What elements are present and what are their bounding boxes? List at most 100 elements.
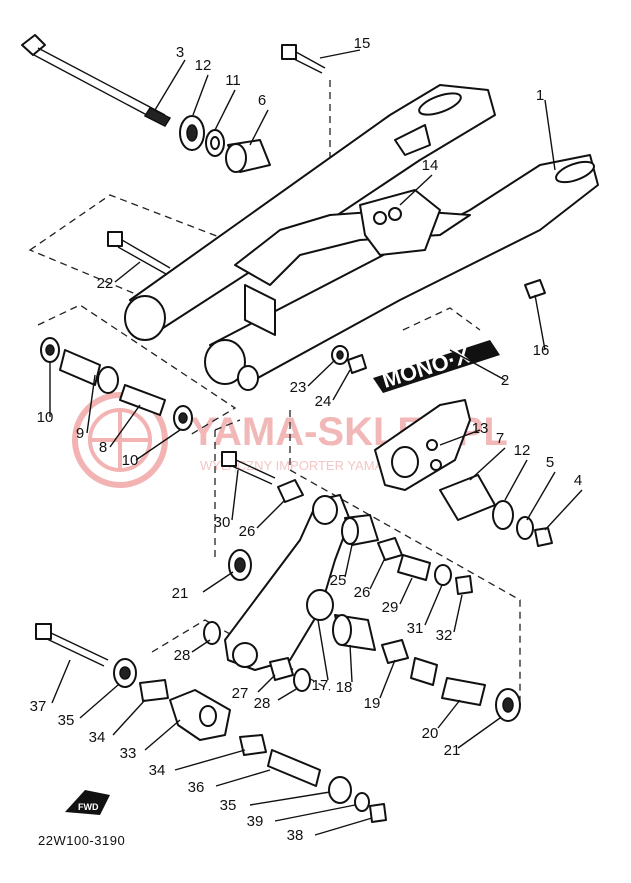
part-22-bolt [107, 231, 171, 275]
part-28-seal-lower [293, 668, 311, 692]
callout-label: 31 [407, 620, 424, 637]
callout-label: 39 [247, 813, 264, 830]
callout-label: 32 [436, 627, 453, 644]
callout-label: 34 [149, 762, 166, 779]
callout-leader [215, 769, 271, 787]
callout-leader [424, 584, 443, 626]
callout-leader [202, 571, 234, 593]
callout-label: 17 [312, 677, 329, 694]
callout-label: 24 [315, 393, 332, 410]
part-35-washer-lower [328, 776, 352, 804]
callout-label: 1 [536, 87, 544, 104]
part-10-seal-lower [173, 405, 193, 431]
part-11-seal [205, 129, 225, 157]
callout-label: 38 [287, 827, 304, 844]
callout-label: 12 [514, 442, 531, 459]
callout-label: 14 [422, 157, 439, 174]
callout-leader [144, 719, 181, 751]
callout-label: 5 [546, 454, 554, 471]
fwd-label: FWD [78, 802, 99, 812]
part-26-collar-upper [277, 479, 304, 503]
callout-leader [504, 459, 528, 501]
callout-leader [112, 699, 146, 736]
fwd-arrow-icon: FWD [65, 790, 110, 815]
callout-label: 18 [336, 679, 353, 696]
callout-leader [277, 687, 299, 701]
callout-leader [332, 369, 351, 401]
part-29-collar [397, 554, 431, 581]
callout-label: 13 [472, 420, 489, 437]
callout-leader [79, 684, 119, 719]
part-12-washer-right [492, 500, 514, 530]
callout-leader [231, 469, 239, 521]
callout-label: 3 [176, 44, 184, 61]
callout-leader [544, 489, 583, 531]
callout-label: 7 [496, 430, 504, 447]
callout-leader [314, 817, 373, 836]
callout-label: 8 [99, 439, 107, 456]
part-32-nut [455, 575, 473, 595]
callout-label: 21 [172, 585, 189, 602]
part-24-nut [347, 354, 367, 374]
callout-leader [469, 447, 506, 481]
part-33-link [169, 689, 231, 741]
part-13-arm [374, 399, 471, 491]
callout-label: 26 [239, 523, 256, 540]
callout-leader [274, 804, 356, 822]
callout-label: 22 [97, 275, 114, 292]
callout-leader [249, 109, 269, 146]
part-23-washer [331, 345, 349, 365]
part-12-washer [179, 115, 205, 151]
part-30-bolt [221, 451, 276, 485]
callout-label: 15 [354, 35, 371, 52]
callout-leader [174, 749, 246, 771]
part-31-washer [434, 564, 452, 586]
badge-text: MONO·X [379, 342, 473, 392]
callout-label: 28 [174, 647, 191, 664]
callout-leader [249, 791, 331, 806]
callout-leader [192, 74, 209, 116]
callout-leader [399, 577, 413, 605]
part-35-washer-upper [113, 658, 137, 688]
callout-leader [109, 404, 141, 448]
callout-leader [307, 359, 336, 387]
callout-label: 35 [58, 712, 75, 729]
part-34-collar-upper [139, 679, 169, 702]
callout-label: 25 [330, 572, 347, 589]
callout-label: 16 [533, 342, 550, 359]
callout-label: 26 [354, 584, 371, 601]
part-21-seal-upper [228, 549, 252, 581]
part-37-bolt [35, 623, 109, 667]
callout-label: 6 [258, 92, 266, 109]
part-38-nut [369, 803, 387, 823]
part-19-collars [381, 639, 438, 686]
part-10-seal-upper [40, 337, 60, 363]
callout-leader [154, 59, 186, 111]
callout-label: 9 [76, 425, 84, 442]
callout-leader [191, 639, 211, 653]
callout-label: 35 [220, 797, 237, 814]
callout-leader [257, 674, 276, 693]
callout-leader [449, 349, 506, 381]
callout-label: 34 [89, 729, 106, 746]
callout-leader [349, 644, 353, 683]
callout-leader [526, 471, 556, 521]
part-5-washer [516, 516, 534, 540]
diagram-code: 22W100-3190 [38, 833, 125, 848]
part-25-bearing [341, 514, 379, 546]
callout-leader [544, 99, 556, 171]
part-15-bolt [281, 44, 326, 74]
callout-leader [457, 717, 501, 749]
callout-label: 12 [195, 57, 212, 74]
callout-leader [86, 374, 96, 434]
callout-leader [369, 557, 386, 590]
callout-label: 29 [382, 599, 399, 616]
callout-leader [51, 659, 71, 704]
callout-leader [114, 261, 141, 283]
part-3-axle-bolt [21, 34, 172, 127]
part-27-collar [269, 657, 294, 681]
part-28-seal-upper [203, 621, 221, 645]
callout-leader [399, 174, 433, 206]
callout-label: 10 [37, 409, 54, 426]
